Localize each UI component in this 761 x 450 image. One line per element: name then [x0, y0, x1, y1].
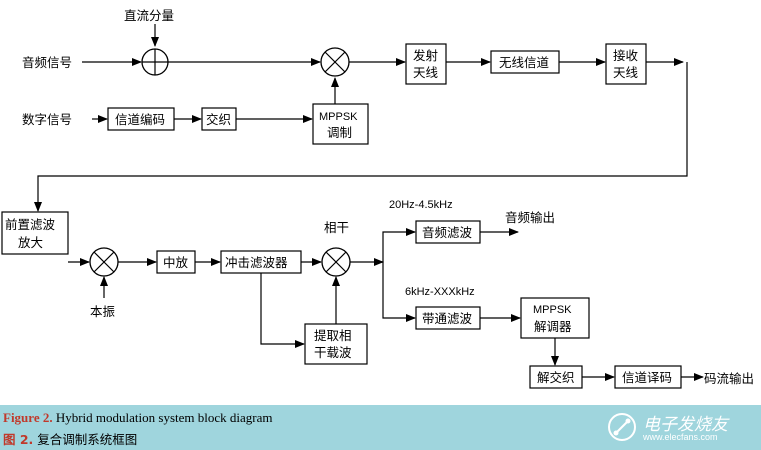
deinterleaver-label: 解交织 — [537, 370, 575, 385]
bitstream-output-label: 码流输出 — [704, 371, 754, 386]
if-amp-block: 中放 — [156, 250, 196, 274]
caption-zh-text: 复合调制系统框图 — [33, 432, 138, 447]
audio-output-label: 音频输出 — [505, 210, 555, 225]
bandpass-filter-label: 带通滤波 — [422, 311, 473, 326]
channel-decoder-block: 信道译码 — [614, 365, 682, 389]
mppsk-modulation-block: MPPSK 调制 — [312, 103, 369, 145]
mppsk-demodulator-line2: 解调器 — [534, 319, 572, 334]
local-oscillator-label: 本振 — [90, 304, 116, 319]
watermark-logo: 电子发烧友 www.elecfans.com — [603, 407, 753, 447]
block-diagram: 直流分量 音频信号 发射 天线 无线信道 接收 天线 数字信号 信道编码 — [1, 8, 754, 389]
caption-en-prefix: Figure 2. — [3, 410, 53, 425]
adder-icon — [141, 48, 169, 76]
receive-antenna-line1: 接收 — [613, 48, 639, 63]
carrier-extract-line2: 干载波 — [314, 345, 352, 360]
watermark-url: www.elecfans.com — [643, 432, 718, 442]
mixer-icon — [89, 247, 119, 277]
audio-filter-block: 音频滤波 — [415, 220, 481, 244]
mppsk-demodulator-line1: MPPSK — [533, 304, 572, 316]
figure-caption: Figure 2. Hybrid modulation system block… — [0, 405, 761, 450]
mppsk-modulation-line2: 调制 — [327, 125, 352, 140]
wireless-channel-block: 无线信道 — [490, 50, 560, 74]
dc-component-label: 直流分量 — [124, 8, 174, 23]
audio-signal-label: 音频信号 — [22, 55, 72, 70]
multiplier-icon — [320, 47, 350, 77]
prefilter-amp-block: 前置滤波 放大 — [1, 211, 69, 255]
impulse-filter-block: 冲击滤波器 — [220, 250, 302, 274]
caption-english: Figure 2. Hybrid modulation system block… — [3, 410, 272, 426]
audio-band-label: 20Hz-4.5kHz — [389, 199, 453, 211]
digital-signal-label: 数字信号 — [22, 112, 72, 127]
caption-chinese: 图 2. 复合调制系统框图 — [3, 429, 137, 448]
audio-filter-label: 音频滤波 — [422, 225, 473, 240]
prefilter-amp-line2: 放大 — [18, 235, 43, 250]
watermark-brand: 电子发烧友 — [643, 415, 728, 435]
coherent-multiplier-icon — [321, 247, 351, 277]
carrier-extract-block: 提取相 干载波 — [304, 323, 368, 365]
bandpass-filter-block: 带通滤波 — [415, 306, 481, 330]
data-band-label: 6kHz-XXXkHz — [405, 286, 475, 298]
coherent-label: 相干 — [324, 220, 349, 235]
elecfans-logo-icon — [608, 413, 636, 441]
if-amp-label: 中放 — [163, 255, 189, 270]
receive-antenna-block: 接收 天线 — [605, 43, 647, 85]
channel-encoder-label: 信道编码 — [115, 112, 165, 127]
channel-encoder-block: 信道编码 — [107, 107, 175, 131]
wireless-channel-label: 无线信道 — [499, 55, 550, 70]
interleaver-block: 交织 — [201, 107, 237, 131]
mppsk-demodulator-block: MPPSK 解调器 — [520, 297, 590, 339]
caption-en-text: Hybrid modulation system block diagram — [52, 410, 273, 425]
receive-antenna-line2: 天线 — [613, 65, 639, 80]
interleaver-label: 交织 — [206, 112, 231, 127]
carrier-extract-line1: 提取相 — [314, 328, 352, 343]
transmit-antenna-block: 发射 天线 — [405, 43, 447, 85]
mppsk-modulation-line1: MPPSK — [319, 111, 358, 123]
impulse-filter-label: 冲击滤波器 — [225, 255, 288, 270]
channel-decoder-label: 信道译码 — [622, 370, 672, 385]
transmit-antenna-line1: 发射 — [413, 48, 438, 63]
deinterleaver-block: 解交织 — [529, 365, 583, 389]
transmit-antenna-line2: 天线 — [413, 65, 439, 80]
caption-zh-prefix: 图 2. — [3, 432, 34, 447]
prefilter-amp-line1: 前置滤波 — [5, 217, 56, 232]
